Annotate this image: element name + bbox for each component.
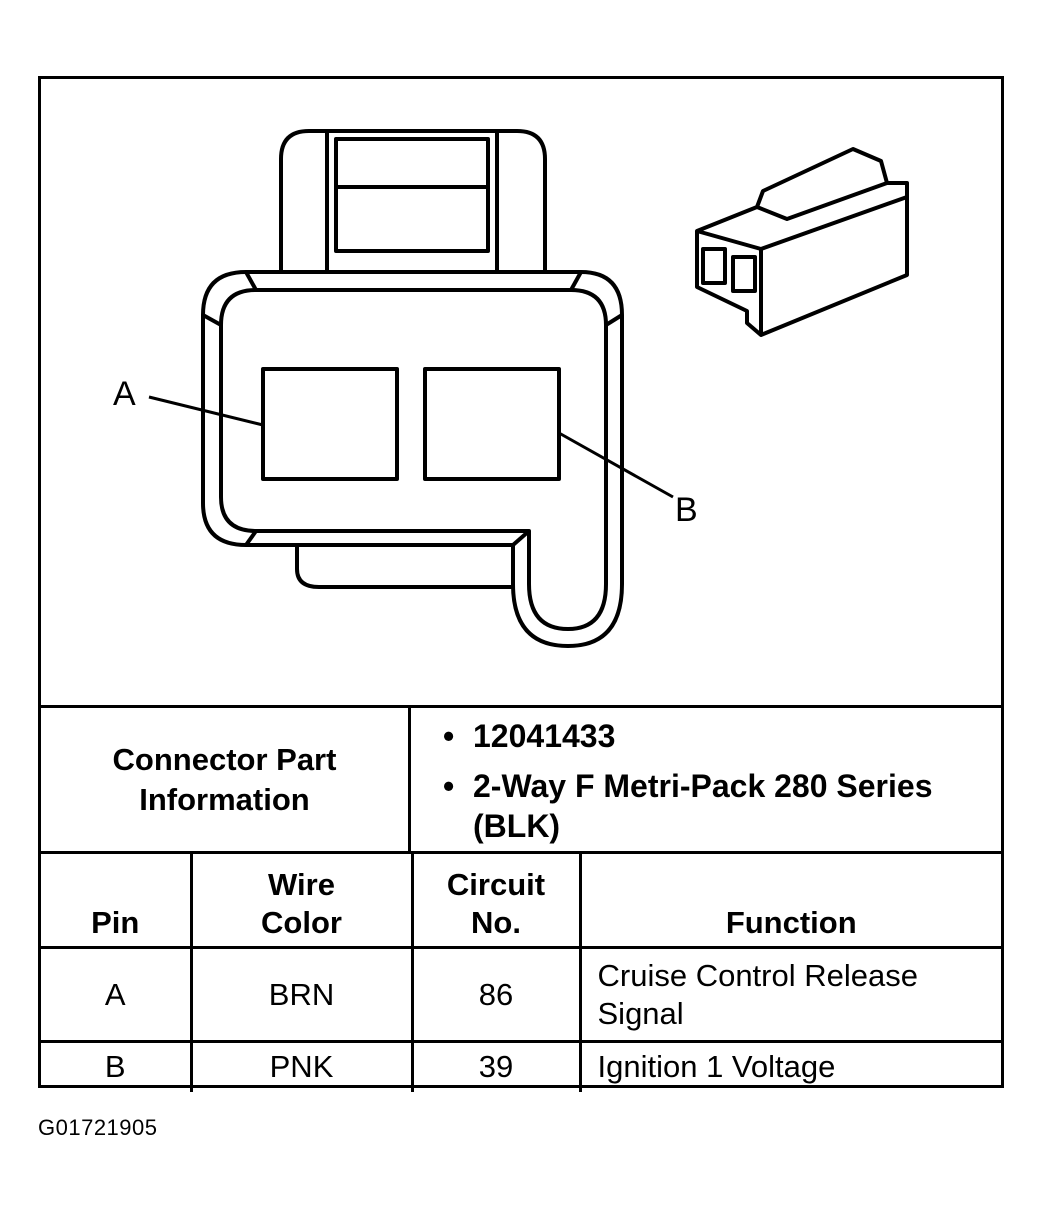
header-function: Function [578, 851, 1001, 949]
pin-label-b: B [675, 491, 698, 529]
connector-info-row: Connector Part Information • 12041433 • … [41, 705, 1001, 851]
header-circuit-no: Circuit No. [410, 851, 582, 949]
connector-info-label: Connector Part Information [41, 708, 411, 851]
connector-type-item: • 2-Way F Metri-Pack 280 Series (BLK) [443, 768, 933, 844]
header-wire-color: Wire Color [189, 851, 414, 949]
part-number-item: • 12041433 [443, 718, 616, 754]
pin-cell: B [41, 1040, 193, 1092]
circuit-cell: 39 [410, 1040, 582, 1092]
function-cell: Cruise Control Release Signal [578, 946, 1001, 1043]
function-cell: Ignition 1 Voltage [578, 1040, 1001, 1092]
bullet-icon: • [443, 768, 455, 804]
pin-label-a: A [113, 375, 136, 413]
connector-key [295, 545, 513, 589]
pin-table-header: Pin Wire Color Circuit No. Function [41, 851, 1001, 949]
figure-id: G01721905 [38, 1115, 158, 1140]
connector-figure-frame: A B Connector Part Information • 1204143… [38, 76, 1004, 1092]
connector-isometric-icon [695, 147, 909, 337]
connector-body-outer [201, 270, 624, 648]
wire-color-cell: BRN [189, 946, 414, 1043]
connector-drawing: A B [113, 129, 909, 648]
latch-tab [279, 129, 547, 272]
connector-body-inner [219, 288, 608, 631]
circuit-cell: 86 [410, 946, 582, 1043]
table-row: A BRN 86 Cruise Control Release Signal [41, 946, 1001, 1043]
pin-cell: A [41, 946, 193, 1043]
connector-info-list: • 12041433 • 2-Way F Metri-Pack 280 Seri… [413, 708, 1001, 851]
header-pin: Pin [41, 851, 193, 949]
pin-table: Pin Wire Color Circuit No. Function A BR… [41, 851, 1001, 1092]
cavity-b [423, 367, 561, 481]
cavity-a [261, 367, 399, 481]
wire-color-cell: PNK [189, 1040, 414, 1092]
table-row: B PNK 39 Ignition 1 Voltage [41, 1040, 1001, 1092]
bullet-icon: • [443, 718, 455, 754]
